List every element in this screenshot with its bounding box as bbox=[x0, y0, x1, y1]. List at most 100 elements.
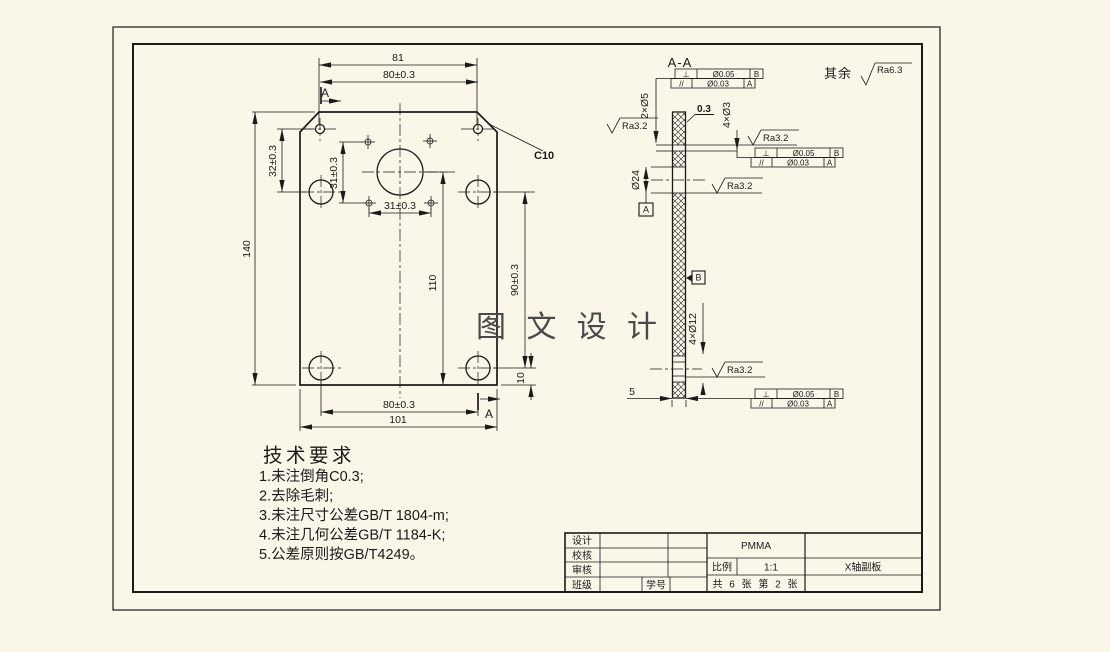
hole-d12-botleft bbox=[308, 355, 334, 381]
hatch-4 bbox=[673, 382, 685, 397]
fcf-tol: Ø0.03 bbox=[787, 158, 809, 167]
roughness-symbol-icon: Ra3.2 bbox=[606, 117, 658, 134]
titleblock-sheet-info: 共 6 张 第 2 张 bbox=[712, 578, 799, 591]
section-label-a-top: A bbox=[321, 86, 329, 100]
dim-90: 90±0.3 bbox=[509, 264, 521, 296]
chamfer-note: C10 bbox=[534, 150, 554, 162]
roughness-value: Ra3.2 bbox=[763, 133, 788, 144]
front-view: 81 80±0.3 140 32±0.3 31±0.3 31±0.3 bbox=[241, 52, 554, 431]
dim-81: 81 bbox=[392, 52, 404, 64]
roughness-symbol-icon: Ra3.2 bbox=[711, 361, 763, 378]
dim-80-top: 80±0.3 bbox=[383, 69, 415, 81]
section-label-a-bottom: A bbox=[485, 407, 493, 421]
inner-border bbox=[132, 43, 923, 593]
callout-2xd5: 2×Ø5 bbox=[639, 78, 675, 143]
fcf-sym: // bbox=[759, 399, 764, 408]
titleblock-material: PMMA bbox=[741, 541, 771, 552]
titleblock-design-label: 设计 bbox=[572, 534, 592, 547]
fcf-middle: ⊥ Ø0.05 B // Ø0.03 A bbox=[750, 147, 844, 168]
titleblock-studentid-label: 学号 bbox=[646, 579, 666, 592]
watermark-text: 图 文 设 计 bbox=[476, 311, 661, 344]
hole-d12-topright bbox=[465, 179, 491, 205]
callout-4xd12: 4×Ø12 bbox=[687, 303, 706, 395]
dim-110: 110 bbox=[427, 274, 439, 291]
technical-requirements: 技术要求 1.未注倒角C0.3; 2.去除毛刺; 3.未注尺寸公差GB/T 18… bbox=[259, 445, 449, 563]
tech-req-title: 技术要求 bbox=[263, 445, 355, 467]
dim-32: 32±0.3 bbox=[267, 145, 279, 177]
section-cut-marks: A A bbox=[320, 86, 500, 421]
tech-req-item: 4.未注几何公差GB/T 1184-K; bbox=[259, 527, 445, 544]
front-holes bbox=[308, 123, 491, 381]
roughness-symbol-icon: Ra3.2 bbox=[711, 177, 763, 194]
plate-outline bbox=[299, 111, 498, 386]
section-hole-lines bbox=[650, 144, 797, 383]
fcf-sym: // bbox=[759, 158, 764, 167]
roughness-symbol-icon: Ra6.3 bbox=[860, 62, 912, 86]
fcf-tol: Ø0.03 bbox=[707, 79, 729, 88]
titleblock-scale-label: 比例 bbox=[712, 561, 732, 574]
callout-thickness: 5 bbox=[627, 386, 751, 407]
fcf-tol: Ø0.05 bbox=[793, 149, 815, 158]
label-2xd5: 2×Ø5 bbox=[639, 93, 651, 119]
fcf-tol: Ø0.03 bbox=[787, 399, 809, 408]
chamfer-callout: C10 bbox=[488, 123, 554, 162]
fcf-sym: ⊥ bbox=[763, 149, 770, 158]
dim-101: 101 bbox=[389, 414, 407, 426]
fcf-datum: A bbox=[827, 399, 833, 408]
dim-10: 10 bbox=[515, 372, 527, 384]
tech-req-item: 1.未注倒角C0.3; bbox=[259, 468, 364, 485]
callout-4xd3: 4×Ø3 bbox=[721, 102, 751, 158]
tech-req-item: 5.公差原则按GB/T4249。 bbox=[259, 546, 424, 563]
label-d24: Ø24 bbox=[630, 170, 642, 190]
roughness-value: Ra6.3 bbox=[877, 65, 902, 76]
fcf-datum: B bbox=[834, 390, 839, 399]
datum-b-box bbox=[691, 270, 706, 285]
section-title: A-A bbox=[668, 55, 693, 70]
datum-b-triangle bbox=[686, 274, 692, 282]
sheet-borders bbox=[112, 26, 941, 611]
section-view: A-A 2×Ø5 bbox=[606, 55, 844, 409]
dim-140: 140 bbox=[241, 240, 253, 258]
datum-b: B bbox=[695, 273, 701, 283]
label-thickness: 5 bbox=[629, 386, 635, 398]
title-block: 设计 校核 审核 班级 学号 PMMA 比例 1:1 X轴副板 共 6 张 第 … bbox=[564, 532, 923, 593]
hole-d12-topleft bbox=[308, 179, 334, 205]
front-dimensions: 81 80±0.3 140 32±0.3 31±0.3 31±0.3 bbox=[241, 52, 536, 431]
rest-label: 其余 bbox=[824, 66, 852, 81]
roughness-value: Ra3.2 bbox=[727, 365, 752, 376]
fcf-sym: ⊥ bbox=[683, 70, 690, 79]
fcf-datum: B bbox=[754, 70, 759, 79]
fcf-datum: A bbox=[827, 158, 833, 167]
hole-d5-right bbox=[472, 123, 484, 135]
fcf-sym: ⊥ bbox=[763, 390, 770, 399]
roughness-value: Ra3.2 bbox=[622, 121, 647, 132]
fcf-top: ⊥ Ø0.05 B // Ø0.03 A bbox=[670, 68, 764, 89]
roughness-marks: Ra3.2 Ra3.2 Ra3.2 Ra3.2 bbox=[606, 117, 799, 378]
dim-80-bottom: 80±0.3 bbox=[383, 399, 415, 411]
fcf-datum: A bbox=[747, 79, 753, 88]
fcf-datum: B bbox=[834, 149, 839, 158]
hatch-3 bbox=[673, 193, 685, 356]
datum-a-box bbox=[638, 202, 654, 217]
titleblock-class-label: 班级 bbox=[572, 580, 592, 592]
titleblock-audit-label: 审核 bbox=[572, 564, 592, 577]
fcf-tol: Ø0.05 bbox=[793, 390, 815, 399]
hatch-2 bbox=[673, 151, 685, 167]
titleblock-scale-value: 1:1 bbox=[764, 563, 778, 574]
hole-d12-botright bbox=[465, 355, 491, 381]
callout-d24: Ø24 A bbox=[630, 166, 672, 217]
tech-req-item: 3.未注尺寸公差GB/T 1804-m; bbox=[259, 507, 449, 524]
fcf-tol: Ø0.05 bbox=[713, 70, 735, 79]
general-roughness-note: 其余 Ra6.3 bbox=[824, 62, 912, 86]
outer-border bbox=[112, 26, 941, 611]
roughness-symbol-icon: Ra3.2 bbox=[747, 129, 799, 146]
section-bar-outline bbox=[671, 111, 687, 399]
bore-d24 bbox=[376, 148, 424, 196]
dim-31-v: 31±0.3 bbox=[328, 157, 340, 189]
hole-d5-left bbox=[314, 123, 326, 135]
datum-a: A bbox=[643, 205, 649, 215]
datum-b-flag: B bbox=[686, 270, 706, 285]
hatch-1 bbox=[673, 113, 685, 145]
